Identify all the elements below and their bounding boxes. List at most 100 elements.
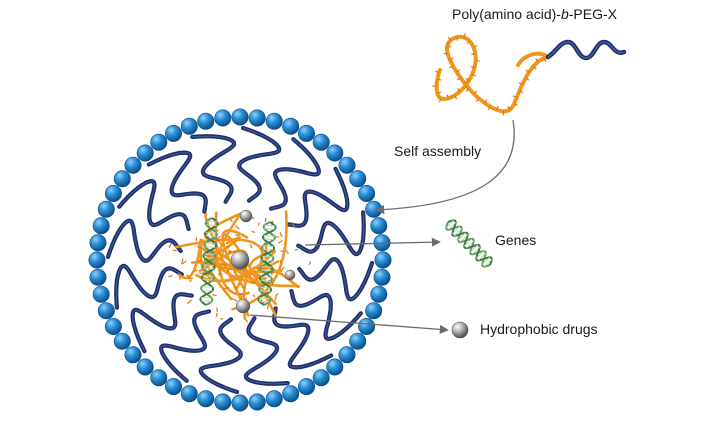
polymer-side-chain-tick [453, 95, 458, 100]
helix-strand [447, 219, 493, 266]
shell-bead [113, 170, 131, 188]
shell-bead [89, 234, 107, 252]
helix-base-pair [262, 248, 274, 251]
shell-bead [97, 200, 115, 218]
core-side-chain [204, 254, 210, 258]
core-side-chain [243, 317, 249, 323]
helix-base-pair [471, 246, 481, 255]
self-assembly-arrow [375, 119, 515, 215]
core-side-chain [197, 246, 202, 249]
polymer-side-chains [432, 33, 547, 116]
polymer-side-chain-tick [525, 69, 530, 73]
helix-base-pair [451, 226, 461, 235]
polymer-side-chain-tick [512, 95, 518, 98]
peg-chain [130, 292, 194, 354]
polymer-side-chain-tick [543, 57, 547, 63]
polymer-side-chain-tick [465, 77, 470, 82]
polymer-side-chain-tick [519, 90, 524, 93]
shell-bead [88, 251, 106, 269]
peg-chain-highlight [191, 135, 235, 203]
core-side-chain [251, 230, 256, 233]
core-side-chain [228, 250, 233, 253]
helix-base-pair [260, 286, 271, 289]
helix-base-pair [447, 222, 457, 231]
shell-bead [231, 108, 249, 126]
helix-base-pair [264, 224, 275, 227]
helix-base-pair [205, 235, 216, 237]
polymer-side-chain-tick [470, 66, 475, 69]
core-side-chain [215, 312, 218, 318]
shell-bead [180, 117, 198, 135]
helix-base-pair [205, 242, 216, 245]
core-side-chain [216, 235, 221, 241]
shell-bead [92, 285, 110, 303]
core-gene-helix [257, 221, 277, 306]
helix-base-pair [465, 240, 475, 249]
core-gene-helix [199, 217, 219, 306]
polymer-side-chain-tick [513, 103, 518, 106]
core-side-chain [181, 260, 187, 265]
shell-bead [92, 217, 110, 235]
polymer-side-chain-tick [475, 98, 480, 102]
hydrophobic-drugs-label: Hydrophobic drugs [480, 321, 598, 337]
shell-bead [165, 124, 183, 142]
legend-gene-helix [445, 219, 493, 268]
helix-base-pair [262, 259, 273, 261]
polymer-side-chain-tick [473, 45, 478, 48]
helix-base-pair [453, 228, 463, 237]
helix-base-pair [260, 276, 272, 279]
polymer-side-chain-tick [507, 105, 511, 110]
shell-bead [150, 133, 168, 151]
peg-chain-highlight [298, 258, 373, 300]
shell-bead [89, 268, 107, 286]
polymer-side-chain-tick [496, 105, 499, 111]
shell-bead [248, 109, 266, 127]
core-side-chain [212, 293, 217, 297]
helix-base-pair [203, 264, 214, 266]
core-side-chain [213, 237, 218, 241]
core-side-chain [197, 259, 203, 262]
core-side-chain [274, 294, 278, 301]
shell-bead [326, 358, 344, 376]
core-side-chain [168, 242, 173, 249]
polymer-side-chain-tick [466, 40, 471, 45]
shell-bead [124, 156, 142, 174]
shell-bead [265, 112, 283, 130]
core-drug-spheres [230, 209, 296, 314]
drug-sphere [239, 209, 253, 223]
core-side-chain [256, 267, 261, 271]
shell-bead [136, 358, 154, 376]
genes-pointer-line [304, 237, 441, 247]
shell-bead [97, 302, 115, 320]
peg-chain-highlight [148, 152, 207, 213]
shell-bead [197, 112, 215, 130]
helix-base-pair [463, 238, 473, 247]
peg-chain-highlight [238, 127, 280, 202]
shell-bead [136, 144, 154, 162]
helix-base-pair [263, 238, 274, 241]
helix-base-pair [205, 231, 217, 234]
polymer-side-chain-tick [438, 98, 442, 103]
shell-bead [197, 390, 215, 408]
polymer-side-chain-tick [456, 36, 459, 42]
shell-bead [349, 332, 367, 350]
shell-bead [113, 332, 131, 350]
helix-base-pair [206, 220, 217, 223]
self-assembly-label: Self assembly [394, 143, 482, 159]
helix-base-pair [203, 267, 214, 270]
helix-strand [445, 221, 491, 268]
shell-bead [165, 378, 183, 396]
helix-base-pair [259, 290, 271, 292]
core-side-chain [266, 304, 270, 310]
shell-bead [214, 393, 232, 411]
polymer-side-chain-tick [447, 45, 452, 48]
core-side-chain [280, 266, 285, 272]
shell-bead [124, 346, 142, 364]
genes-label: Genes [495, 232, 537, 248]
core-side-chain [291, 221, 295, 228]
core-gene-helices [199, 217, 277, 306]
drug-sphere [230, 250, 250, 270]
peg-chain-highlight [115, 265, 183, 309]
polymer-side-chain-tick [484, 99, 488, 104]
